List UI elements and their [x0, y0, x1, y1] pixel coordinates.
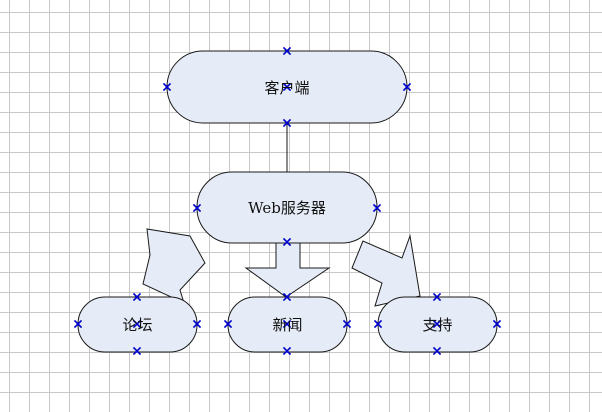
- connection-handle-support[interactable]: [432, 292, 442, 302]
- connection-handle-news[interactable]: [282, 319, 292, 329]
- connection-handle-forum[interactable]: [73, 319, 83, 329]
- connection-handle-web-server[interactable]: [372, 203, 382, 213]
- connection-handle-forum[interactable]: [192, 319, 202, 329]
- connection-handle-news[interactable]: [282, 346, 292, 356]
- connection-handle-forum[interactable]: [132, 292, 142, 302]
- connection-handle-client[interactable]: [282, 82, 292, 92]
- arrow-to-news: [244, 239, 331, 298]
- connection-handle-forum[interactable]: [132, 346, 142, 356]
- connection-handle-support[interactable]: [432, 346, 442, 356]
- arrow-to-forum: [142, 228, 206, 304]
- connection-handle-support[interactable]: [432, 319, 442, 329]
- connection-handle-support[interactable]: [373, 319, 383, 329]
- connection-handle-web-server[interactable]: [282, 237, 292, 247]
- node-web-server[interactable]: [196, 171, 378, 244]
- connection-handles: [73, 46, 502, 356]
- connection-handle-web-server[interactable]: [192, 203, 202, 213]
- connection-handle-client[interactable]: [402, 82, 412, 92]
- connection-handle-news[interactable]: [282, 292, 292, 302]
- connection-handle-forum[interactable]: [132, 319, 142, 329]
- connection-handle-client[interactable]: [282, 118, 292, 128]
- connection-handle-client[interactable]: [282, 46, 292, 56]
- arrow-to-support: [351, 234, 421, 307]
- connection-handle-client[interactable]: [162, 82, 172, 92]
- connection-handle-news[interactable]: [223, 319, 233, 329]
- connection-handle-news[interactable]: [342, 319, 352, 329]
- connection-handle-support[interactable]: [492, 319, 502, 329]
